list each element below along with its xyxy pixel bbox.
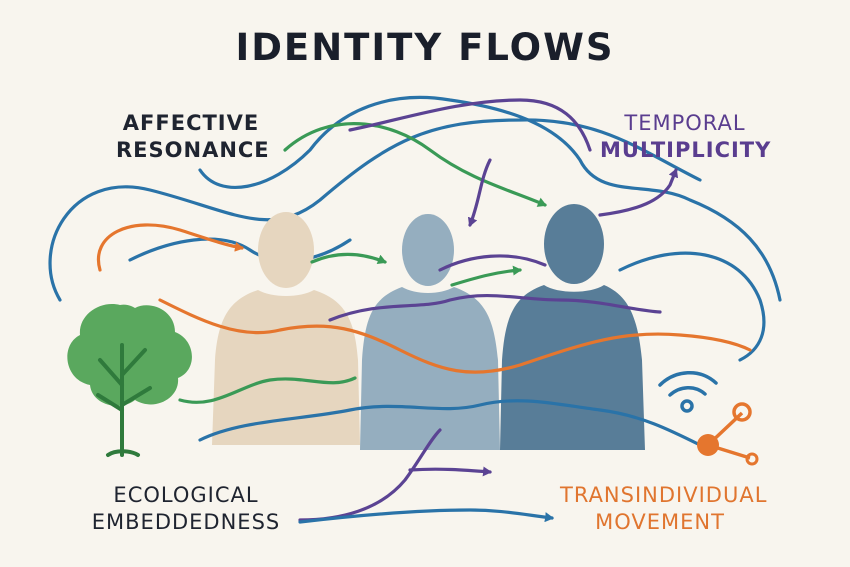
signal-wave-icon	[658, 370, 718, 413]
flow-line-blue	[198, 95, 782, 302]
label-line: EMBEDDEDNESS	[91, 510, 281, 534]
label-line: TEMPORAL	[624, 111, 746, 135]
flow-line-purple	[598, 168, 679, 217]
label-ecological-embeddedness: ECOLOGICAL EMBEDDEDNESS	[86, 482, 286, 536]
flow-line-purple	[408, 466, 492, 477]
human-figures	[212, 204, 645, 450]
flow-line-blue	[128, 237, 352, 263]
tree-icon	[67, 304, 192, 457]
flow-line-blue	[198, 399, 702, 447]
flow-line-green	[310, 252, 387, 265]
label-line: RESONANCE	[116, 138, 270, 162]
flow-line-green	[283, 122, 547, 207]
label-temporal-multiplicity: TEMPORAL MULTIPLICITY	[600, 110, 770, 164]
label-line: ECOLOGICAL	[113, 483, 259, 507]
figure-left	[212, 212, 360, 445]
flow-line-orange	[158, 298, 752, 374]
flow-line-purple	[467, 158, 492, 227]
page-title: IDENTITY FLOWS	[235, 26, 615, 69]
label-line: TRANSINDIVIDUAL	[560, 483, 768, 507]
figure-middle	[360, 214, 500, 450]
figure-right	[500, 204, 645, 450]
label-line: AFFECTIVE	[122, 111, 260, 135]
flow-line-purple	[348, 98, 592, 152]
flow-line-green	[450, 265, 522, 287]
flow-line-blue	[298, 508, 554, 524]
flow-line-orange	[96, 223, 244, 272]
flow-line-blue	[618, 251, 766, 362]
label-line: MOVEMENT	[595, 510, 725, 534]
flow-line-purple	[328, 293, 662, 322]
background-flow-lines	[48, 95, 782, 362]
flow-line-purple	[438, 254, 547, 272]
label-transindividual-movement: TRANSINDIVIDUAL MOVEMENT	[560, 482, 768, 536]
flow-line-blue	[48, 118, 702, 302]
network-node-icon	[697, 402, 759, 466]
label-affective-resonance: AFFECTIVE RESONANCE	[116, 110, 270, 164]
foreground-flow-lines	[158, 252, 752, 524]
label-line: MULTIPLICITY	[600, 138, 772, 162]
flow-line-green	[178, 376, 357, 404]
